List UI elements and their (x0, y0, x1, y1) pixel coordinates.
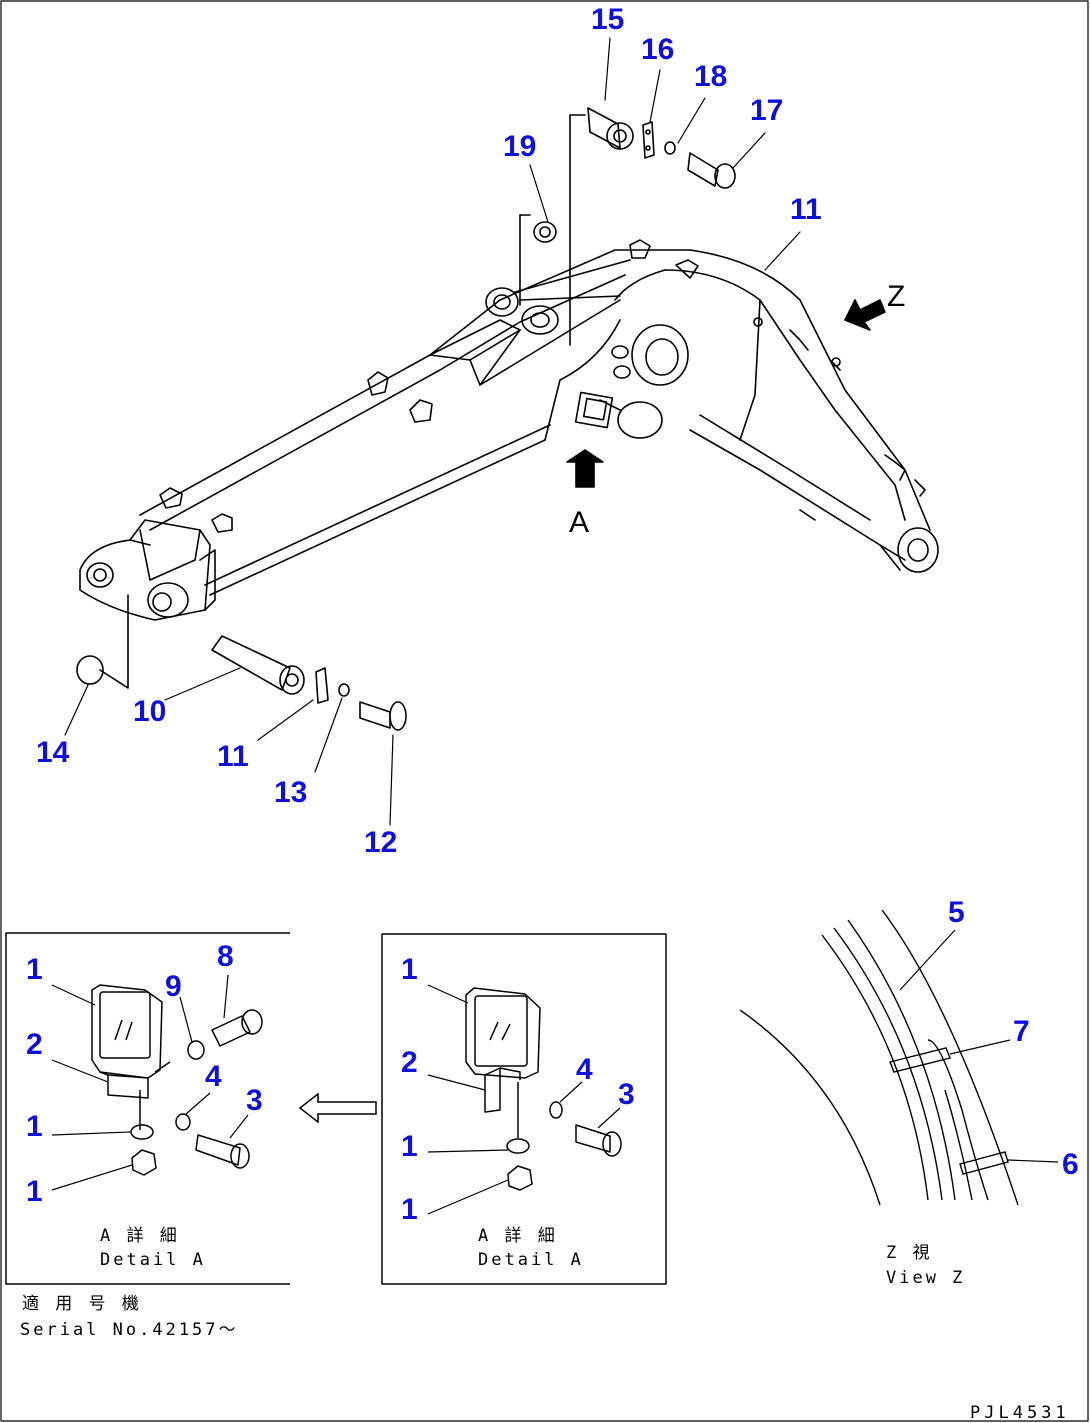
detail-right-callout-4: 4 (576, 1053, 593, 1086)
drawing-code: PJL4531 (970, 1403, 1070, 1423)
view-z (739, 909, 1059, 1206)
view-z-callout-6: 6 (1062, 1148, 1079, 1181)
view-z-callout-5: 5 (948, 896, 965, 929)
detail-left-callout-1: 1 (26, 953, 43, 986)
callout-18: 18 (694, 60, 728, 93)
detail-a-right (381, 933, 667, 1285)
callout-17: 17 (750, 94, 784, 127)
boom-body (79, 239, 939, 621)
arrow-a-label: A (569, 506, 590, 539)
leader-lines (64, 37, 801, 826)
detail-left-callout-2: 2 (26, 1028, 43, 1061)
arrow-a-icon (566, 449, 604, 488)
detail-left-caption-en: Detail A (100, 1250, 206, 1270)
detail-right-caption-jp: A 詳 細 (478, 1226, 558, 1246)
detail-left-callout-9: 9 (165, 970, 182, 1003)
view-z-caption-en: View Z (886, 1268, 966, 1288)
washer-14 (76, 655, 104, 685)
detail-left-callout-8: 8 (217, 940, 234, 973)
detail-right-callout-3: 3 (618, 1078, 635, 1111)
detail-right-callout-1b: 1 (401, 1130, 418, 1163)
serial-label-jp: 適 用 号 機 (22, 1294, 142, 1314)
view-z-callout-7: 7 (1013, 1015, 1030, 1048)
detail-left-caption-jp: A 詳 細 (100, 1226, 180, 1246)
detail-left-callout-3: 3 (246, 1084, 263, 1117)
detail-a-left (5, 932, 290, 1285)
callout-11-bottom: 11 (217, 740, 249, 773)
detail-left-callout-1c: 1 (26, 1175, 43, 1208)
detail-right-callout-2: 2 (401, 1046, 418, 1079)
detail-right-callout-1c: 1 (401, 1193, 418, 1226)
callout-19: 19 (503, 130, 537, 163)
view-z-arrow-label: Z (887, 280, 906, 313)
callout-11-top: 11 (790, 193, 822, 226)
detail-left-callout-1b: 1 (26, 1110, 43, 1143)
callout-10: 10 (133, 695, 167, 728)
callout-16: 16 (641, 33, 675, 66)
view-z-caption-jp: Z 視 (886, 1243, 933, 1263)
callout-12: 12 (364, 826, 398, 859)
bottom-pin-assembly (76, 594, 407, 731)
top-pin-assembly (519, 107, 736, 346)
callout-14: 14 (36, 736, 70, 769)
detail-left-callout-4: 4 (205, 1060, 222, 1093)
callout-13: 13 (274, 776, 308, 809)
pointer-arrow-icon (298, 1092, 377, 1124)
detail-right-caption-en: Detail A (478, 1250, 584, 1270)
detail-right-callout-1: 1 (401, 953, 418, 986)
serial-number: Serial No.42157～ (20, 1320, 239, 1340)
callout-15: 15 (591, 3, 625, 36)
arrow-z-icon (844, 299, 886, 331)
